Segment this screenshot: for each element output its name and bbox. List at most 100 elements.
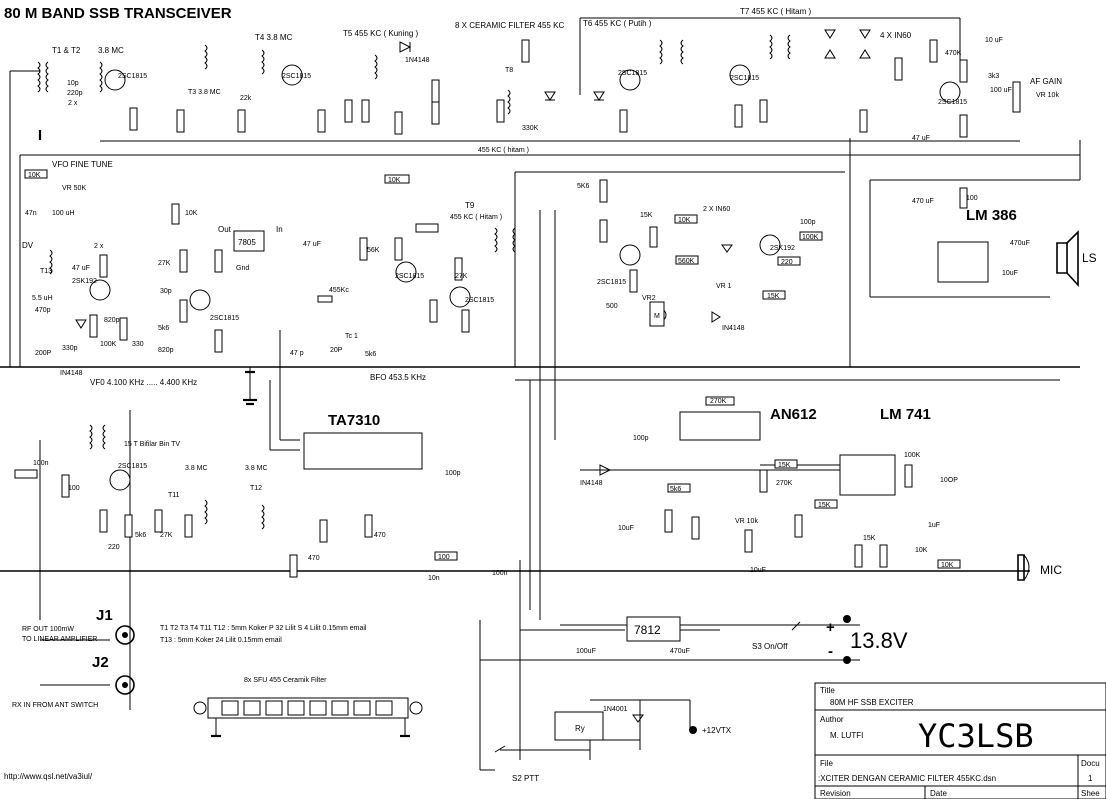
label-vfo-range: VF0 4.100 KHz ..... 4.400 KHz	[90, 378, 197, 387]
label-27k: 27K	[158, 260, 171, 267]
motor-body	[649, 301, 665, 327]
title-block-author-header: Author	[820, 715, 844, 724]
label-plus: +	[826, 619, 835, 636]
label-10op: 10OP	[940, 477, 958, 484]
label-200p: 200P	[35, 350, 52, 357]
transformers	[37, 34, 791, 530]
label-t1t2: T1 & T2	[52, 46, 81, 55]
label-mic: MIC	[1040, 563, 1062, 577]
label-j1: J1	[96, 607, 113, 624]
label-100uf: 100uF	[576, 648, 596, 655]
label-2x-cap: 2 x	[94, 243, 104, 250]
label-5k6-b: 5k6	[365, 351, 376, 358]
label-2xin60: 2 X IN60	[703, 206, 730, 213]
title-block-doc-header: Docu	[1081, 759, 1100, 768]
label-10uf-top: 10 uF	[985, 37, 1003, 44]
label-47uf: 47 uF	[912, 135, 930, 142]
label-7805: 7805	[238, 238, 256, 247]
title-block-author-value: M. LUTFI	[830, 731, 863, 740]
label-56k: 56K	[367, 247, 380, 254]
label-2sk192-a: 2SK192	[72, 278, 97, 285]
label-s3: S3 On/Off	[752, 642, 788, 651]
label-22k: 22k	[240, 95, 252, 102]
ic-blocks	[233, 230, 1106, 799]
label-ta7310: TA7310	[328, 412, 380, 429]
label-in4148: IN4148	[722, 325, 745, 332]
label-t9-455kc: 455 KC ( Hitam )	[450, 214, 502, 221]
label-455kc-hitam: 455 KC ( hitam )	[478, 147, 529, 154]
label-47p: 47 p	[290, 350, 304, 357]
label-470-c: 470	[308, 555, 320, 562]
label-3-8mc-c: 3.8 MC	[245, 465, 268, 472]
label-2sc1815-i: 2SC1815	[597, 279, 626, 286]
label-10uf: 10uF	[1002, 270, 1018, 277]
label-in4148-vfo: IN4148	[60, 370, 83, 377]
schematic-title: 80 M BAND SSB TRANSCEIVER	[4, 5, 232, 22]
label-47uf-b: 47 uF	[303, 241, 321, 248]
label-10k-c: 10K	[678, 217, 691, 224]
title-block-doc-value: 1	[1088, 774, 1093, 783]
label-100uh: 100 uH	[52, 210, 75, 217]
label-af-gain: AF GAIN	[1030, 77, 1062, 86]
label-t12: T12	[250, 485, 262, 492]
label-100uf: 100 uF	[990, 87, 1012, 94]
label-100p-c: 100p	[445, 470, 461, 477]
label-2x: 2 x	[68, 100, 78, 107]
label-t8: T8	[505, 67, 513, 74]
label-vfo-fine-tune: VFO FINE TUNE	[52, 160, 113, 169]
label-2sc1815-e: 2SC1815	[938, 99, 967, 106]
connectors	[115, 230, 1079, 753]
label-vr2: VR2	[642, 295, 656, 302]
label-100-b: 100	[438, 554, 450, 561]
label-3k3: 3k3	[988, 73, 999, 80]
label-t11: T11	[168, 492, 180, 499]
label-15k-e: 15K	[863, 535, 876, 542]
title-block-file-header: File	[820, 759, 833, 768]
label-20p: 20P	[330, 347, 343, 354]
label-ls: LS	[1082, 251, 1097, 265]
label-5k6-c: 5K6	[577, 183, 590, 190]
label-vr10k: VR 10k	[1036, 92, 1059, 99]
label-lm741: LM 741	[880, 406, 931, 423]
ic-7805-body	[233, 230, 265, 252]
title-block-sheet-header: Shee	[1081, 789, 1100, 798]
resistor-bank	[14, 39, 1021, 578]
label-12vtx: +12VTX	[702, 726, 732, 735]
label-1n4148: 1N4148	[405, 57, 430, 64]
label-2sc1815-f: 2SC1815	[210, 315, 239, 322]
label-in4148-b: IN4148	[580, 480, 603, 487]
ic-ta7310-body	[303, 432, 423, 470]
label-vr1: VR 1	[716, 283, 732, 290]
label-s2-ptt: S2 PTT	[512, 774, 539, 783]
label-rf-out: RF OUT 100mW	[22, 626, 74, 633]
label-dv: DV	[22, 241, 34, 250]
label-2sc1815-d: 2SC1815	[730, 75, 759, 82]
label-3-8mc: 3.8 MC	[98, 46, 124, 55]
label-47n: 47n	[25, 210, 37, 217]
label-100p-b: 100p	[633, 435, 649, 442]
label-470uf-c: 470uF	[670, 648, 690, 655]
bus-lines	[0, 17, 1081, 771]
ic-lm741-body	[839, 454, 896, 496]
ic-lm386-body	[937, 241, 989, 283]
label-coil-spec-2: T13 : 5mm Koker 24 Lilit 0.15mm email	[160, 637, 282, 644]
label-820p: 820p	[104, 317, 120, 324]
label-820p-b: 820p	[158, 347, 174, 354]
relay-body	[554, 711, 604, 741]
label-455kc-xtal: 455Kc	[329, 287, 349, 294]
label-vr10k-b: VR 10k	[735, 518, 758, 525]
label-100-r: 100	[966, 195, 978, 202]
label-2sc1815-a: 2SC1815	[118, 73, 147, 80]
label-2sc1815-c: 2SC1815	[618, 70, 647, 77]
label-2sk192-b: 2SK192	[770, 245, 795, 252]
label-47uf-c: 47 uF	[72, 265, 90, 272]
label-rx-in: RX IN FROM ANT SWITCH	[12, 702, 98, 709]
label-lm386: LM 386	[966, 207, 1017, 224]
label-t13: T13	[40, 268, 52, 275]
label-220p: 220p	[67, 90, 83, 97]
label-2sc1815-b: 2SC1815	[282, 73, 311, 80]
label-1n4001: 1N4001	[603, 706, 628, 713]
label-330k: 330K	[522, 125, 539, 132]
label-t5: T5 455 KC ( Kuning )	[343, 29, 418, 38]
